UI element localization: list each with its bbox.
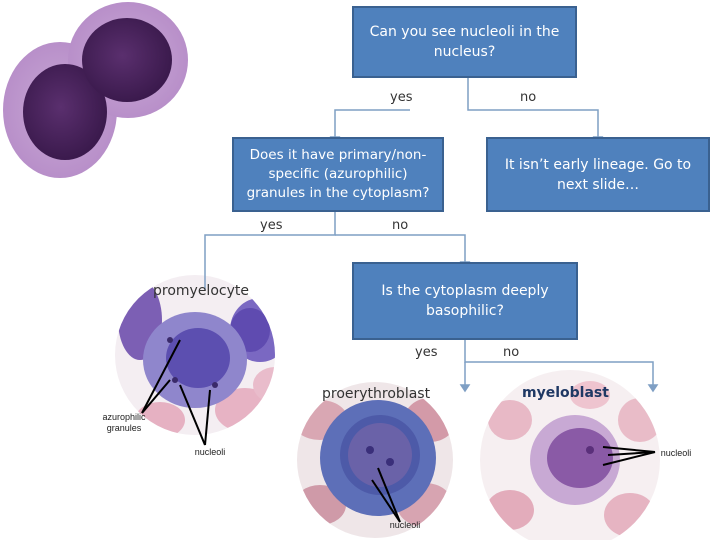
- answer-q2-yes: yes: [260, 218, 283, 233]
- result-not-early-text: It isn’t early lineage. Go to next slide…: [504, 156, 692, 193]
- annotation-nucleoli-myeloblast: nucleoli: [660, 448, 692, 458]
- cell-name-proerythroblast: proerythroblast: [322, 386, 431, 402]
- top-cell-micrograph: [3, 2, 188, 178]
- question-nucleoli-box: Can you see nucleoli in the nucleus?: [352, 6, 577, 78]
- cell-name-promyelocyte: promyelocyte: [153, 283, 249, 299]
- annotation-nucleoli-proerythroblast: nucleoli: [389, 520, 421, 530]
- annotation-azurophilic-granules: azurophilic granules: [102, 412, 146, 433]
- proerythroblast-micrograph: [297, 382, 453, 538]
- answer-q1-yes: yes: [390, 90, 413, 105]
- answer-q3-yes: yes: [415, 345, 438, 360]
- question-granules-box: Does it have primary/non-specific (azuro…: [232, 137, 444, 212]
- question-basophilic-text: Is the cytoplasm deeply basophilic?: [381, 283, 549, 319]
- myeloblast-micrograph: [480, 370, 660, 540]
- question-basophilic-box: Is the cytoplasm deeply basophilic?: [352, 262, 578, 340]
- annotation-nucleoli-promyelocyte: nucleoli: [194, 447, 226, 457]
- question-granules-text: Does it have primary/non-specific (azuro…: [246, 147, 430, 201]
- answer-q1-no: no: [520, 90, 537, 105]
- cell-name-myeloblast: myeloblast: [522, 385, 609, 401]
- result-not-early-box: It isn’t early lineage. Go to next slide…: [486, 137, 710, 212]
- answer-q3-no: no: [503, 345, 520, 360]
- answer-q2-no: no: [392, 218, 409, 233]
- annotation-arrows: [141, 339, 656, 523]
- question-nucleoli-text: Can you see nucleoli in the nucleus?: [369, 24, 560, 60]
